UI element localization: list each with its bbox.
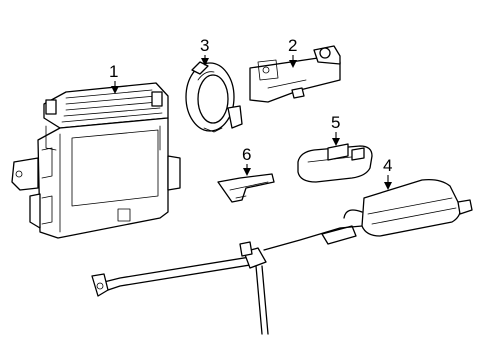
callout-number-3: 3 bbox=[200, 36, 209, 55]
callout-number-4: 4 bbox=[383, 156, 392, 175]
part-2-sensor bbox=[249, 45, 341, 103]
part-4-antenna-harness bbox=[91, 178, 473, 335]
callout-number-1: 1 bbox=[109, 62, 118, 81]
callout-5: 5 bbox=[331, 113, 340, 146]
callout-2: 2 bbox=[288, 36, 297, 68]
callout-3: 3 bbox=[200, 36, 209, 66]
part-3-ring bbox=[185, 61, 243, 133]
part-1-control-module bbox=[11, 82, 181, 239]
callout-1: 1 bbox=[109, 62, 119, 94]
part-6-clip bbox=[217, 173, 275, 203]
callout-6: 6 bbox=[242, 145, 251, 176]
part-5-key-fob bbox=[297, 143, 373, 183]
callout-number-6: 6 bbox=[242, 145, 251, 164]
callout-number-2: 2 bbox=[288, 36, 297, 55]
callout-number-5: 5 bbox=[331, 113, 340, 132]
callout-4: 4 bbox=[383, 156, 392, 190]
